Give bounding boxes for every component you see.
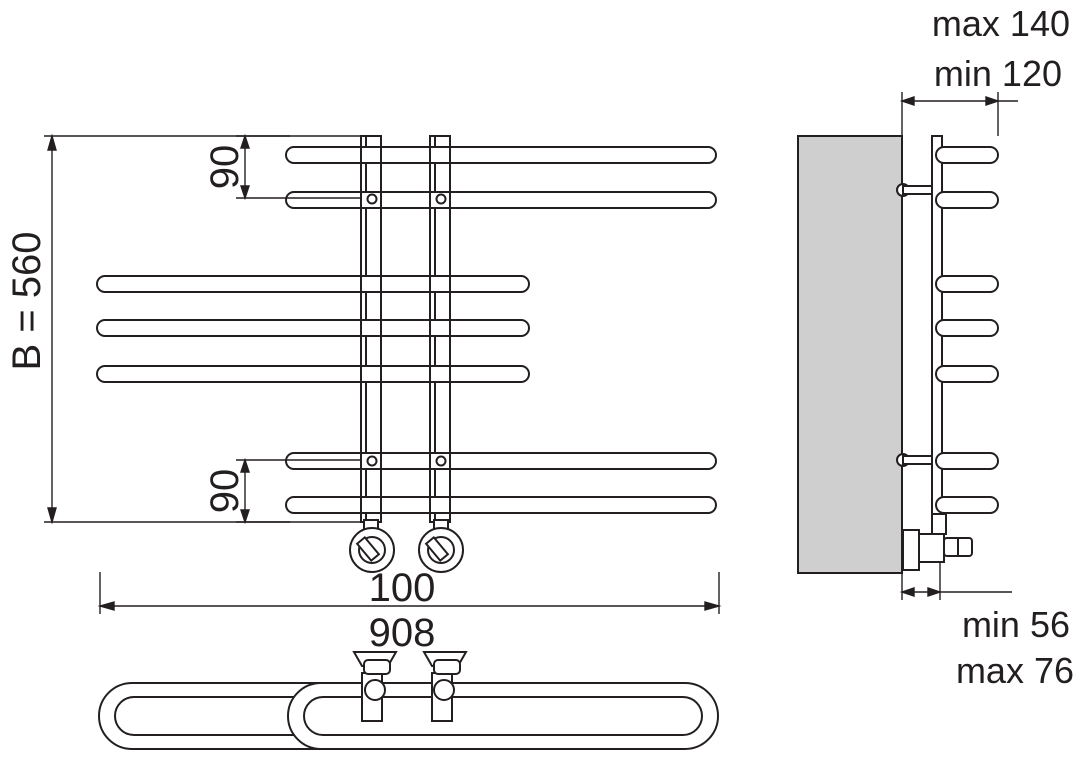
- wall-distance-min-label: min 120: [934, 53, 1062, 94]
- connection-valves: [349, 519, 464, 573]
- tube-top-1: [285, 146, 717, 164]
- plan-loop-right-inner: [303, 696, 703, 736]
- tube-middle-1: [96, 275, 530, 293]
- height-label: B = 560: [5, 231, 49, 370]
- wall-brackets: [896, 183, 934, 467]
- valve-depth-arrow-left: [899, 587, 915, 597]
- front-dimensions: [44, 133, 722, 614]
- height-arrow-top: [47, 133, 57, 151]
- side-dimensions: [899, 92, 1018, 600]
- bottom-spacing-label: 90: [203, 469, 247, 514]
- valve-left-key: [355, 535, 381, 563]
- plan-view: [98, 651, 719, 750]
- tubes-middle-group: [96, 275, 530, 383]
- width-arrow-left: [97, 601, 115, 611]
- bracket-top-arm: [902, 185, 934, 195]
- spacing-top-arrow2: [240, 185, 250, 201]
- valve-depth-min-label: min 56: [962, 604, 1070, 645]
- front-view: [96, 135, 717, 573]
- side-tube-ends: [935, 146, 999, 514]
- side-tube-3: [935, 275, 999, 293]
- plan-valve-right-nut: [433, 679, 455, 701]
- plan-valve-left-cap: [363, 659, 391, 675]
- side-valve: [902, 513, 973, 571]
- tube-middle-3: [96, 365, 530, 383]
- mount-hole-bottom-left: [366, 455, 378, 467]
- wall-dist-arrow-right: [985, 96, 1001, 106]
- plan-valves: [352, 651, 468, 722]
- collector-overlay: [360, 135, 451, 522]
- side-tube-4: [935, 319, 999, 337]
- side-tube-5: [935, 365, 999, 383]
- valve-depth-arrow-right: [927, 587, 943, 597]
- mounting-holes: [366, 193, 447, 467]
- side-valve-stem: [931, 513, 947, 535]
- side-dimension-labels: max 140 min 120 min 56 max 76: [932, 3, 1074, 691]
- wall: [797, 135, 903, 574]
- valve-depth-max-label: max 76: [956, 650, 1074, 691]
- side-tube-6: [935, 452, 999, 470]
- side-tube-7: [935, 496, 999, 514]
- spacing-bottom-arrow2: [240, 509, 250, 525]
- top-spacing-label: 90: [203, 145, 247, 190]
- tube-bottom-1: [285, 452, 717, 470]
- tubes-top-group: [285, 146, 717, 209]
- plan-valve-right-cap: [433, 659, 461, 675]
- mount-hole-bottom-right: [435, 455, 447, 467]
- spacing-top-arrow1: [240, 133, 250, 149]
- side-tube-1: [935, 146, 999, 164]
- mount-hole-top-left: [366, 193, 378, 205]
- height-arrow-bottom: [47, 507, 57, 525]
- front-dimension-labels: B = 560 90 90 100 908: [5, 145, 435, 655]
- tube-bottom-2: [285, 496, 717, 514]
- width-arrow-right: [704, 601, 722, 611]
- overall-width-label: 908: [369, 611, 436, 655]
- side-tube-2: [935, 191, 999, 209]
- tube-top-2: [285, 191, 717, 209]
- valve-right-key: [424, 535, 450, 563]
- tube-middle-2: [96, 319, 530, 337]
- spacing-bottom-arrow1: [240, 457, 250, 473]
- center-distance-label: 100: [369, 566, 436, 610]
- tubes-bottom-group: [285, 452, 717, 514]
- plan-valve-left-nut: [364, 679, 386, 701]
- wall-distance-max-label: max 140: [932, 3, 1070, 44]
- side-valve-wall-nut: [902, 529, 920, 571]
- side-valve-body: [918, 533, 945, 563]
- wall-dist-arrow-left: [899, 96, 915, 106]
- bracket-bottom-arm: [902, 455, 934, 465]
- mount-hole-top-right: [435, 193, 447, 205]
- side-view: [797, 135, 999, 574]
